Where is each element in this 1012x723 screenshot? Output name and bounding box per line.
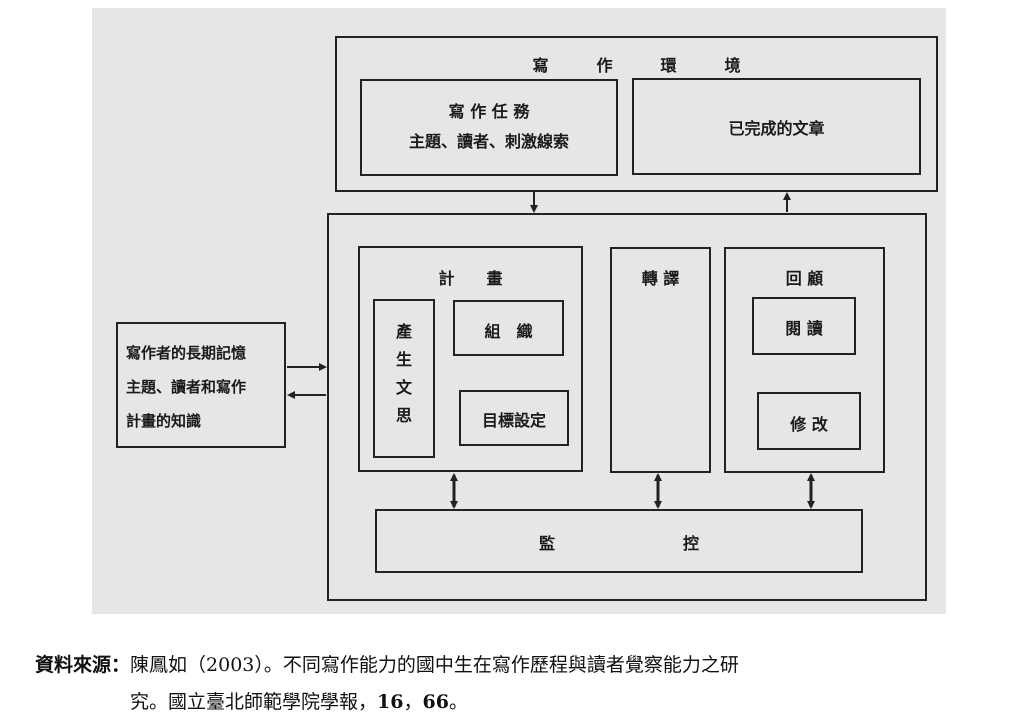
caption-line-2: 究。國立臺北師範學院學報，16，66。: [130, 687, 468, 714]
monitor-label: 監 控: [538, 534, 699, 553]
writing-task-detail: 主題、讀者、刺激線索: [408, 132, 569, 151]
caption-source-label: 資料來源：: [35, 654, 131, 676]
diagram-photo: [92, 8, 946, 614]
caption-page: 66: [422, 691, 449, 713]
memory-line-3: 計畫的知識: [126, 412, 202, 430]
completed-text-box: [632, 78, 921, 175]
goal-setting-label: 目標設定: [481, 411, 546, 430]
planning-title: 計 畫: [438, 269, 503, 288]
translating-title: 轉 譯: [641, 269, 680, 288]
task-environment-box: [335, 36, 938, 192]
reviewing-box: [724, 247, 885, 473]
caption-line-2-text: 究。國立臺北師範學院學報，: [130, 691, 378, 713]
caption-line-1: 資料來源：陳鳳如（2003）。不同寫作能力的國中生在寫作歷程與讀者覺察能力之研: [35, 650, 739, 677]
translating-box: [610, 247, 711, 473]
reviewing-title: 回 顧: [785, 269, 824, 288]
caption-line-1-text: 陳鳳如（2003）。不同寫作能力的國中生在寫作歷程與讀者覺察能力之研: [130, 654, 739, 676]
memory-line-1: 寫作者的長期記憶: [126, 344, 247, 362]
memory-line-2: 主題、讀者和寫作: [126, 378, 247, 396]
writing-task-title: 寫 作 任 務: [448, 102, 530, 121]
long-term-memory-box: [116, 322, 286, 448]
generating-label: 產 生 文 思: [395, 322, 412, 425]
monitor-box: [375, 509, 863, 573]
caption-volume: 16: [377, 691, 404, 713]
task-environment-title: 寫 作 環 境: [532, 56, 741, 75]
organizing-box: [453, 300, 564, 356]
goal-setting-box: [459, 390, 569, 446]
completed-text-label: 已完成的文章: [728, 119, 825, 138]
generating-box: [373, 299, 435, 458]
editing-box: [757, 392, 861, 450]
reading-box: [752, 297, 856, 355]
reading-label: 閱 讀: [785, 319, 823, 338]
caption-sep: ，: [403, 691, 423, 713]
caption-end: 。: [448, 691, 468, 713]
planning-box: [358, 246, 583, 472]
writing-task-box: [360, 79, 618, 176]
writing-process-box: [327, 213, 927, 601]
editing-label: 修 改: [790, 415, 828, 434]
organizing-label: 組 織: [484, 322, 533, 341]
